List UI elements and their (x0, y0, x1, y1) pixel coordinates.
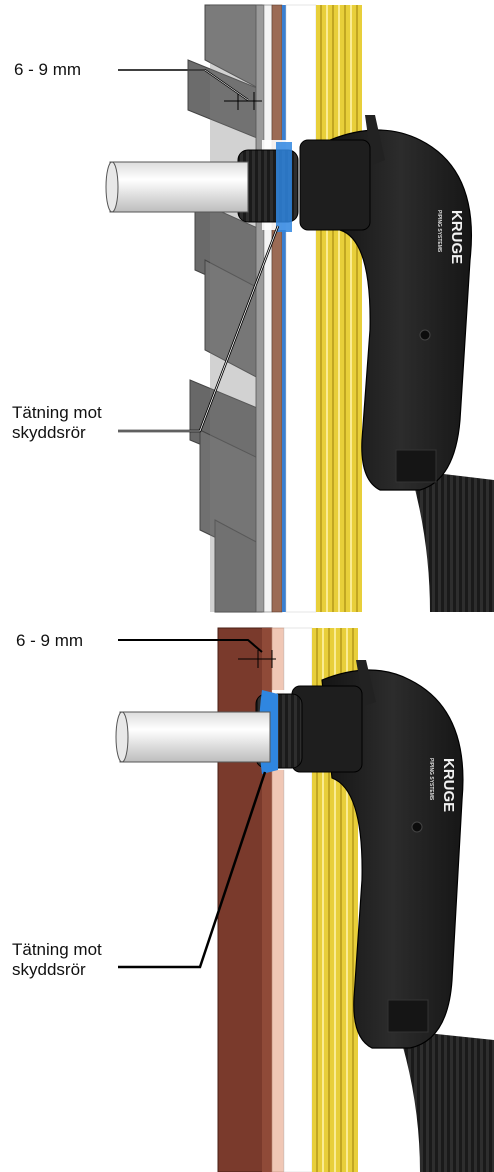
dimension-label-top: 6 - 9 mm (14, 60, 81, 79)
inlet-fitting-2: KRUGE PIPING SYSTEMS (272, 660, 464, 1049)
seal-label-bottom-2: skyddsrör (12, 960, 86, 979)
corrugated-hose-2 (398, 1030, 494, 1172)
brand-sub-top: PIPING SYSTEMS (436, 210, 442, 253)
panel-bottom: KRUGE PIPING SYSTEMS 6 - 9 mm Tätning mo… (12, 627, 494, 1172)
inlet-fitting: KRUGE PIPING SYSTEMS (262, 115, 473, 491)
protective-pipe-2 (119, 711, 271, 763)
brand-name-top: KRUGE (448, 210, 465, 264)
protective-pipe (109, 161, 249, 213)
cable-bundle (316, 5, 362, 612)
dimension-marker-bottom (118, 639, 276, 668)
dimension-marker-top (118, 69, 262, 110)
seal-label-bottom-1: Tätning mot (12, 940, 102, 959)
wall-white-layer (285, 4, 317, 613)
seal-label-top-2: skyddsrör (12, 423, 86, 442)
dimension-label-bottom: 6 - 9 mm (16, 631, 83, 650)
wind-barrier-board (271, 4, 283, 613)
panel-top: KRUGE PIPING SYSTEMS 6 - 9 mm Tätning mo… (12, 4, 494, 613)
seal-leader-bottom (118, 771, 267, 969)
brand-name-bottom: KRUGE (440, 758, 457, 812)
corrugated-hose (410, 470, 494, 612)
gap-layer (263, 4, 273, 613)
grey-slatted-cladding (187, 4, 265, 613)
brand-sub-bottom: PIPING SYSTEMS (428, 758, 434, 801)
membrane-blue (282, 5, 286, 612)
seal-ring (276, 142, 292, 232)
seal-label-top-1: Tätning mot (12, 403, 102, 422)
